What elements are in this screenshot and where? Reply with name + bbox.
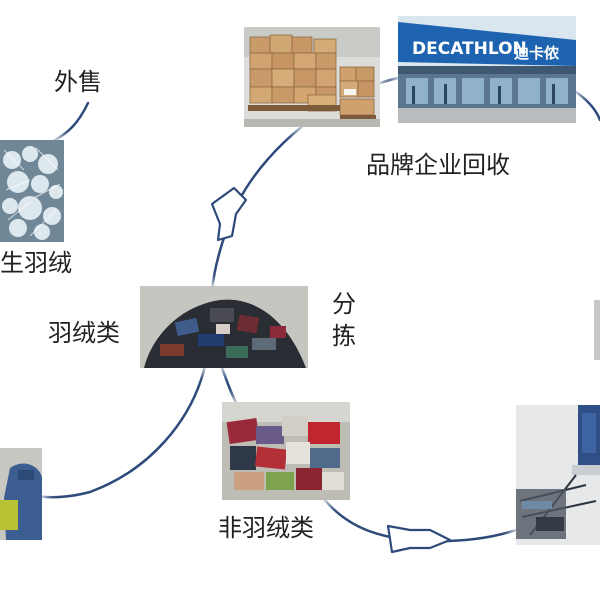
label-down-category: 羽绒类	[48, 319, 120, 347]
flow-curve-right-edge	[574, 90, 600, 122]
label-sorting-text: 分拣	[332, 290, 356, 351]
label-brand-recovery: 品牌企业回收	[366, 151, 510, 179]
photo-right-edge	[594, 300, 600, 360]
store-sign-latin: DECATHLON	[412, 39, 527, 59]
photo-store-front: DECATHLON 迪卡侬	[398, 16, 576, 123]
photo-down-fluff	[0, 140, 64, 242]
label-sorting: 分拣	[332, 288, 358, 353]
flow-curve-down-to-left	[34, 364, 207, 499]
photo-boxes-pallets	[244, 27, 380, 127]
label-non-down-category: 非羽绒类	[218, 514, 314, 542]
label-outer-sale: 外售	[54, 68, 102, 96]
photo-non-down-clothing	[222, 402, 350, 500]
connector-sale-to-fluff	[50, 101, 90, 144]
flow-arrow-right	[386, 524, 452, 554]
store-sign-chinese: 迪卡侬	[514, 44, 560, 62]
photo-recycling-machine	[516, 405, 600, 545]
flow-arrow-down	[210, 186, 248, 242]
photo-worker	[0, 448, 42, 540]
photo-down-clothing-pile	[140, 286, 308, 368]
flow-curve-down-to-nondown	[220, 366, 239, 406]
label-recycled-down: 生羽绒	[0, 249, 72, 277]
